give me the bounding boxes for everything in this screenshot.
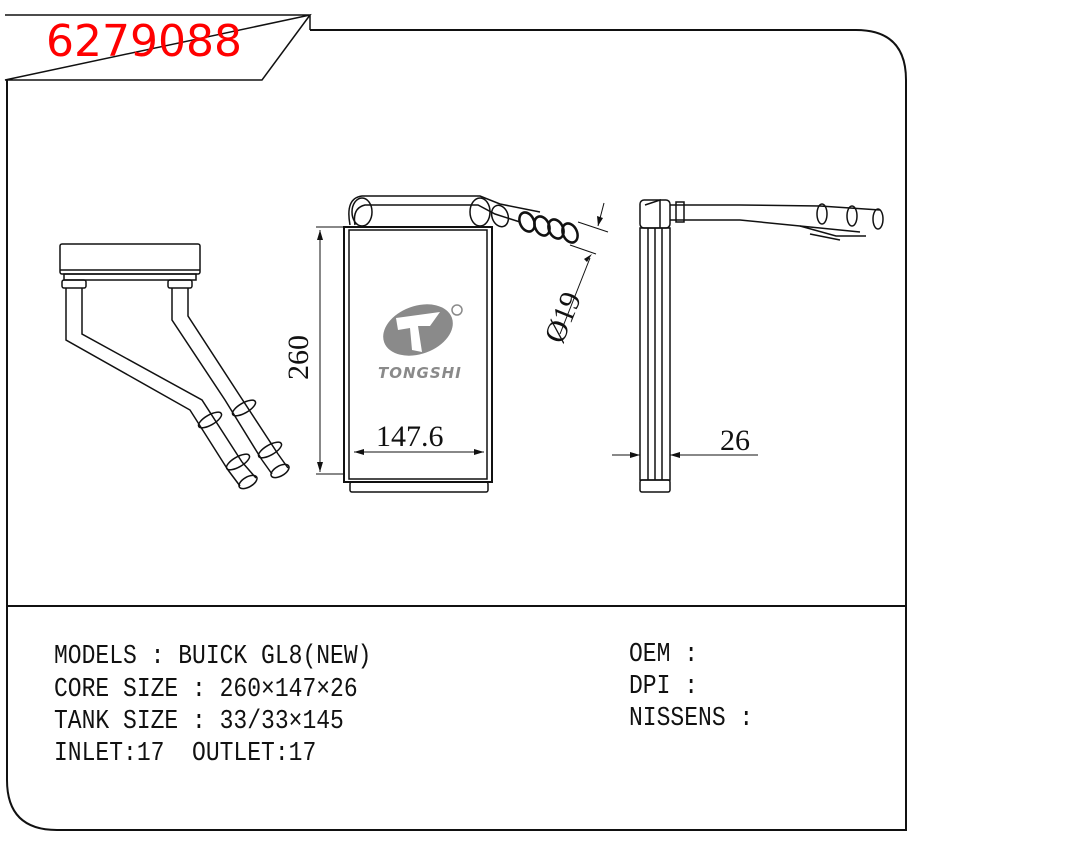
sheet-frame <box>6 29 907 831</box>
thickness-dimension: 26 <box>720 424 750 457</box>
tank-size-spec: TANK SIZE : 33/33×145 <box>54 705 344 737</box>
brand-logo-text: TONGSHI <box>378 364 462 382</box>
front-view <box>316 195 609 493</box>
part-number-box <box>4 13 312 81</box>
width-dimension: 147.6 <box>376 420 444 453</box>
dpi-reference: DPI : <box>629 670 699 702</box>
side-view <box>612 198 884 493</box>
inlet-outlet-spec: INLET:17 OUTLET:17 <box>54 737 317 769</box>
oem-reference: OEM : <box>629 638 699 670</box>
models-spec: MODELS : BUICK GL8(NEW) <box>54 640 372 672</box>
isometric-view <box>59 243 290 490</box>
core-size-spec: CORE SIZE : 260×147×26 <box>54 673 358 705</box>
nissens-reference: NISSENS : <box>629 702 754 734</box>
part-number: 6279088 <box>46 16 242 67</box>
tongshi-logo <box>383 304 463 356</box>
height-dimension: 260 <box>282 335 315 380</box>
